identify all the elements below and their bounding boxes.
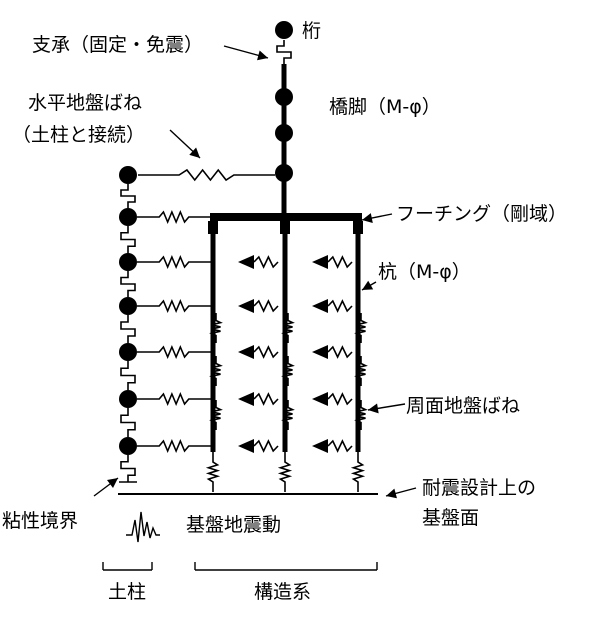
soil-shear-spring-2	[120, 226, 136, 253]
pier-node-3	[275, 164, 293, 182]
pile-base-spring-3	[350, 452, 366, 492]
soil-node-7	[119, 437, 137, 455]
label-horizontal-spring-line1: 水平地盤ばね	[28, 92, 142, 114]
soil-pile-spring-4	[137, 344, 211, 360]
peri-arrow-a-4-spring	[253, 392, 279, 406]
peri-arrow-a-5-spring	[253, 439, 279, 453]
peri-spring-pile2-3	[281, 400, 295, 430]
label-design-base-line2: 基盤面	[422, 507, 479, 529]
label-horizontal-spring-line2: （土柱と接続）	[12, 124, 145, 146]
bearing-spring	[276, 40, 292, 64]
peri-arrow-b-2-spring	[327, 299, 353, 313]
leader-pile-head	[362, 280, 374, 290]
label-structure: 構造系	[254, 581, 311, 603]
peri-arrow-a-1-spring	[253, 255, 279, 269]
label-viscous-boundary: 粘性境界	[2, 510, 78, 532]
structure-drawing	[93, 21, 417, 571]
peri-arrow-a-3-head	[238, 345, 254, 359]
peri-spring-pile1-2	[209, 356, 223, 386]
label-footing: フーチング（剛域）	[396, 203, 567, 225]
peri-spring-pile3-2	[354, 356, 368, 386]
soil-shear-spring-1	[120, 184, 136, 208]
pile-base-spring-2	[277, 452, 293, 492]
soil-shear-spring-6	[120, 408, 136, 437]
peri-spring-pile3-3	[354, 400, 368, 430]
soil-pile-spring-1	[137, 209, 211, 225]
soil-node-1	[119, 166, 137, 184]
base-motion-waveform	[126, 511, 160, 543]
peri-arrow-a-3-spring	[253, 345, 279, 359]
label-peripheral-spring: 周面地盤ばね	[406, 395, 520, 417]
peri-arrow-b-1-head	[312, 255, 328, 269]
soil-shear-spring-5	[120, 361, 136, 390]
soil-pile-spring-2	[137, 254, 211, 270]
soil-pile-spring-3	[137, 298, 211, 314]
leader-design-base-head	[386, 488, 397, 499]
peri-arrow-b-5-head	[312, 439, 328, 453]
soil-node-6	[119, 390, 137, 408]
leader-bearing-head	[257, 50, 268, 61]
leader-peripheral-spring-head	[368, 403, 379, 414]
labels: 桁 支承（固定・免震） 橋脚（M-φ） 水平地盤ばね （土柱と接続） フーチング…	[2, 20, 567, 603]
label-bearing: 支承（固定・免震）	[32, 34, 203, 56]
horizontal-ground-spring	[138, 168, 275, 182]
label-girder: 桁	[302, 20, 321, 42]
pier-node-1	[275, 88, 293, 106]
peri-arrow-b-3-head	[312, 345, 328, 359]
peri-arrow-a-4-head	[238, 392, 254, 406]
soil-pile-spring-6	[137, 438, 211, 454]
leader-viscous-boundary-head	[107, 478, 118, 488]
peri-arrow-b-1-spring	[327, 255, 353, 269]
soil-node-4	[119, 297, 137, 315]
viscous-damper	[120, 455, 136, 482]
soil-shear-spring-4	[120, 315, 136, 343]
peri-spring-pile1-1	[209, 313, 223, 343]
soil-node-2	[119, 208, 137, 226]
peri-spring-pile1-3	[209, 400, 223, 430]
peri-arrow-b-3-spring	[327, 345, 353, 359]
label-base-motion: 基盤地震動	[186, 514, 281, 536]
pier-node-2	[275, 124, 293, 142]
peri-arrow-a-2-spring	[253, 299, 279, 313]
peri-arrow-b-2-head	[312, 299, 328, 313]
soil-shear-spring-3	[120, 271, 136, 297]
peri-spring-pile2-1	[281, 313, 295, 343]
soil-node-3	[119, 253, 137, 271]
pile-base-spring-1	[205, 452, 221, 492]
label-pier: 橋脚（M-φ）	[329, 96, 441, 118]
label-design-base-line1: 耐震設計上の	[422, 477, 536, 499]
leader-footing-head	[362, 213, 373, 223]
label-pile: 杭（M-φ）	[378, 261, 471, 283]
peri-spring-pile2-2	[281, 356, 295, 386]
peri-arrow-b-4-head	[312, 392, 328, 406]
peri-arrow-b-5-spring	[327, 439, 353, 453]
leader-horizontal-spring-head	[189, 147, 200, 158]
girder-node	[275, 21, 293, 39]
label-soil-column: 土柱	[108, 581, 146, 603]
peri-spring-pile3-1	[354, 313, 368, 343]
peri-arrow-a-1-head	[238, 255, 254, 269]
soil-pile-spring-5	[137, 391, 211, 407]
peri-arrow-b-4-spring	[327, 392, 353, 406]
soil-node-5	[119, 343, 137, 361]
peri-arrow-a-5-head	[238, 439, 254, 453]
peri-arrow-a-2-head	[238, 299, 254, 313]
